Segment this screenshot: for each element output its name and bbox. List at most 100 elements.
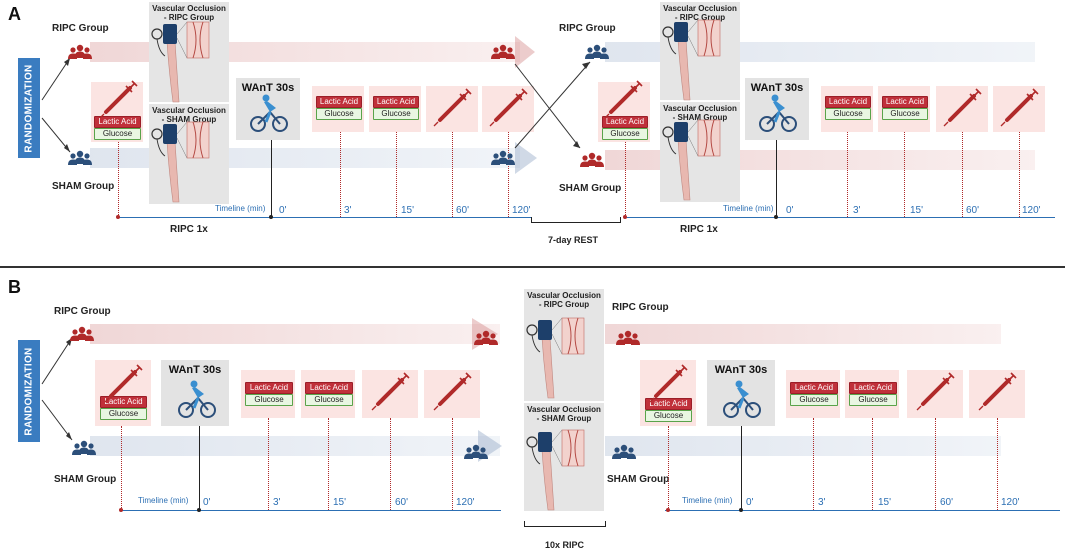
rest-label: 7-day REST	[548, 235, 599, 245]
sham-band-b2	[605, 436, 1001, 456]
vocc-ripc-title: Vascular Occlusion - RIPC Group	[152, 4, 226, 22]
time-60: 60'	[966, 205, 980, 216]
time-60: 60'	[456, 205, 470, 216]
tick	[997, 418, 998, 510]
lactic-tag: Lactic Acid	[602, 116, 648, 128]
want-label: WAnT 30s	[750, 82, 804, 94]
timeline-dot	[623, 215, 627, 219]
tick	[271, 140, 272, 217]
ripc-band-b1	[90, 324, 500, 344]
time-60: 60'	[940, 497, 954, 508]
tick	[847, 132, 848, 217]
tick	[390, 418, 391, 510]
time-0: 0'	[279, 205, 287, 216]
tick	[625, 142, 626, 217]
lactic-tag: Lactic Acid	[305, 382, 353, 394]
timeline-dot	[197, 508, 201, 512]
lactic-tag: Lactic Acid	[882, 96, 928, 108]
glucose-tag: Glucose	[602, 128, 648, 140]
tick	[452, 132, 453, 217]
tick	[776, 140, 777, 217]
time-120: 120'	[1001, 497, 1020, 508]
lactic-tag: Lactic Acid	[245, 382, 293, 394]
timeline-dot	[116, 215, 120, 219]
tick	[1019, 132, 1020, 217]
timeline-dot	[119, 508, 123, 512]
ripc-1x-label: RIPC 1x	[170, 224, 208, 235]
lactic-tag: Lactic Acid	[373, 96, 419, 108]
timeline-dot	[739, 508, 743, 512]
lactic-tag: Lactic Acid	[825, 96, 871, 108]
want-box-a1: WAnT 30s	[236, 78, 300, 140]
glucose-tag: Glucose	[849, 394, 897, 406]
time-15: 15'	[910, 205, 924, 216]
glucose-tag: Glucose	[645, 410, 692, 422]
glucose-tag: Glucose	[305, 394, 353, 406]
panel-b-letter: B	[8, 277, 21, 297]
ripc-10x-label: 10x RIPC	[545, 540, 585, 550]
glucose-tag: Glucose	[825, 108, 871, 120]
timeline-a2	[625, 217, 1055, 218]
time-15: 15'	[878, 497, 892, 508]
timeline-dot	[666, 508, 670, 512]
sham-group-label-b1: SHAM Group	[54, 474, 117, 485]
timeline-label: Timeline (min)	[215, 204, 266, 213]
tick	[935, 418, 936, 510]
glucose-tag: Glucose	[316, 108, 362, 120]
vocc-sham-title: Vascular Occlusion - SHAM Group	[663, 104, 737, 122]
time-3: 3'	[273, 497, 281, 508]
ripc-group-label-a1: RIPC Group	[52, 23, 109, 34]
tick	[872, 418, 873, 510]
randomization-label-b: RANDOMIZATION	[18, 340, 40, 442]
want-box-b2: WAnT 30s	[707, 360, 775, 426]
time-15: 15'	[401, 205, 415, 216]
timeline-a1	[118, 217, 531, 218]
tick	[118, 142, 119, 217]
time-0: 0'	[786, 205, 794, 216]
want-label: WAnT 30s	[168, 364, 222, 376]
ripc-10x-brace	[524, 521, 606, 527]
sham-group-label-a2: SHAM Group	[559, 183, 622, 194]
ripc-band-b2	[605, 324, 1001, 344]
want-box-a2: WAnT 30s	[745, 78, 809, 140]
timeline-b2	[665, 510, 1060, 511]
tick	[340, 132, 341, 217]
time-120: 120'	[1022, 205, 1041, 216]
timeline-label: Timeline (min)	[723, 204, 774, 213]
tick	[508, 132, 509, 217]
rest-brace	[531, 217, 621, 223]
sham-group-label-a1: SHAM Group	[52, 181, 115, 192]
vocc-ripc-title: Vascular Occlusion - RIPC Group	[663, 4, 737, 22]
tick	[452, 418, 453, 510]
tick	[904, 132, 905, 217]
timeline-dot	[774, 215, 778, 219]
sham-band-b1	[90, 436, 500, 456]
glucose-tag: Glucose	[373, 108, 419, 120]
glucose-tag: Glucose	[94, 128, 141, 140]
time-3: 3'	[818, 497, 826, 508]
sham-group-label-b2: SHAM Group	[607, 474, 670, 485]
glucose-tag: Glucose	[882, 108, 928, 120]
tick	[668, 426, 669, 510]
timeline-b1	[121, 510, 501, 511]
tick	[268, 418, 269, 510]
time-3: 3'	[853, 205, 861, 216]
want-box-b1: WAnT 30s	[161, 360, 229, 426]
lactic-tag: Lactic Acid	[645, 398, 692, 410]
lactic-tag: Lactic Acid	[100, 396, 147, 408]
time-120: 120'	[512, 205, 531, 216]
want-label: WAnT 30s	[714, 364, 768, 376]
ripc-group-label-b2: RIPC Group	[612, 302, 669, 313]
time-60: 60'	[395, 497, 409, 508]
tick	[813, 418, 814, 510]
panel-a-letter: A	[8, 4, 21, 24]
lactic-tag: Lactic Acid	[316, 96, 362, 108]
tick	[199, 426, 200, 510]
panel-divider	[0, 266, 1065, 268]
randomization-label-a: RANDOMIZATION	[18, 58, 40, 158]
tick	[396, 132, 397, 217]
tick	[962, 132, 963, 217]
glucose-tag: Glucose	[790, 394, 838, 406]
timeline-label: Timeline (min)	[138, 496, 189, 505]
ripc-group-label-a2: RIPC Group	[559, 23, 616, 34]
